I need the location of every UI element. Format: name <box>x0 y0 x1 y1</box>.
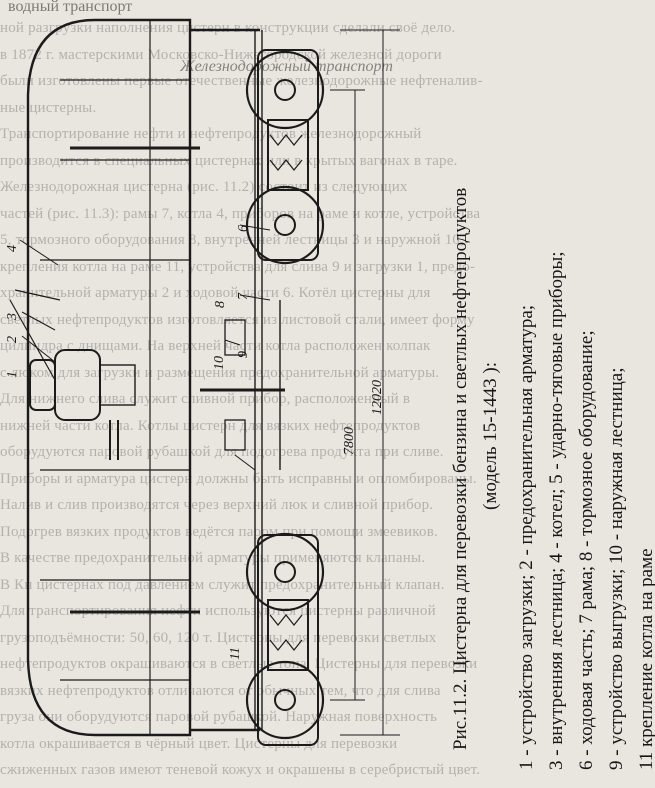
background-text-line: ные цистерны. <box>0 99 97 116</box>
legend-line-5: 11 крепление котла на раме <box>636 548 655 770</box>
legend-line-2: 3 - внутренняя лестница; 4 - котел; 5 - … <box>546 251 567 770</box>
part-label-4: 4 <box>5 245 20 252</box>
background-text-line: 5, тормозного оборудования 8, внутренней… <box>0 232 465 248</box>
legend-line-3: 6 - ходовая часть; 7 рама; 8 - тормозное… <box>576 330 597 770</box>
background-text-line: вязких нефтепродуктов отличаются от обыч… <box>0 682 441 699</box>
background-text-line: ной разгрузки наполнения цистерн в конст… <box>0 20 456 36</box>
dimension-outer: 12020 <box>370 380 385 415</box>
background-text-line: с люком для загрузки и размещения предох… <box>0 364 440 381</box>
part-label-8: 8 <box>213 301 228 308</box>
legend-line-1: 1 - устройство загрузки; 2 - предохранит… <box>516 304 537 770</box>
leader-lines <box>19 224 271 471</box>
dimension-lines <box>330 29 400 736</box>
part-label-3: 3 <box>5 313 20 320</box>
background-text-line: были изготовлены первые отечественные же… <box>0 73 483 89</box>
caption-model: (модель 15-1443 ): <box>480 362 501 510</box>
background-text-line: Для транспортирования нефти используются… <box>0 603 436 619</box>
background-text-line: Налив и слив производятся через верхний … <box>0 497 434 513</box>
tank-boiler <box>26 18 200 737</box>
background-text-line: крепления котла на раме 11, устройства д… <box>0 258 476 275</box>
dimension-inner: 7800 <box>342 427 357 455</box>
background-text-line: Для нижнего слива служит сливной прибор,… <box>0 391 411 407</box>
part-label-11: 11 <box>228 647 243 660</box>
part-label-10: 10 <box>212 356 227 370</box>
background-text-line: груза они оборудуются паровой рубашкой. … <box>0 709 438 725</box>
legend-line-4: 9 - устройство выгрузки; 10 - наружная л… <box>606 367 627 771</box>
background-text-line: в 1872 г. мастерскими Московско-Нижегоро… <box>0 46 442 63</box>
background-text-line: цилиндра с днищами. На верхней части кот… <box>0 338 431 354</box>
background-text-line: котла окрашивается в чёрный цвет. Цистер… <box>0 735 398 752</box>
underframe <box>190 28 285 732</box>
part-label-9: 9 <box>236 351 251 358</box>
bogie-rear <box>245 532 325 746</box>
background-text-line: хранительной арматуры 2 и ходовой части … <box>0 285 431 301</box>
part-label-2: 2 <box>5 336 20 343</box>
background-text-line: частей (рис. 11.3): рамы 7, котла 4, при… <box>0 205 481 222</box>
part-label-7: 7 <box>236 293 251 300</box>
background-text-line: нижней части котла. Котлы цистерн для вя… <box>0 417 421 434</box>
background-text-line: грузоподъёмности: 50, 60, 120 т. Цистерн… <box>0 629 437 646</box>
background-text-line: нефтепродуктов окрашиваются в светлые то… <box>0 656 478 672</box>
background-text-line: сжиженных газов имеют теневой кожух и ок… <box>0 762 481 778</box>
loading-dome <box>9 289 136 460</box>
section-heading: Железнодорожный транспорт <box>180 58 393 75</box>
part-label-6: 6 <box>236 225 251 232</box>
page-heading: водный транспорт <box>8 0 133 15</box>
background-text-line: производится в специальных цистернах или… <box>0 152 458 169</box>
figure-caption: Рис.11.2. Цистерна для перевозки бензина… <box>450 0 655 770</box>
background-text-line: Транспортирование нефти и нефтепродуктов… <box>0 126 422 142</box>
background-text-line: Приборы и арматура цистерн должны быть и… <box>0 470 477 487</box>
background-text-line: Подогрев вязких продуктов ведётся паром … <box>0 523 438 540</box>
part-label-1: 1 <box>5 371 20 378</box>
caption-title: Рис.11.2. Цистерна для перевозки бензина… <box>450 187 471 750</box>
bogie-front <box>245 49 325 265</box>
